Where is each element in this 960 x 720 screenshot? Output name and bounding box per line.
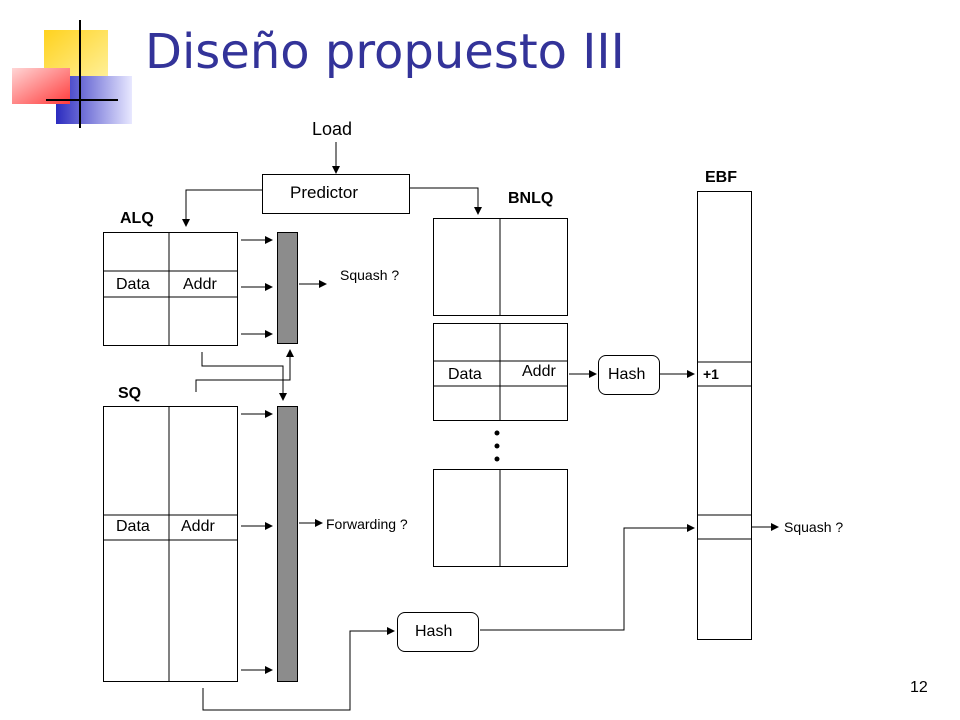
alq-grid bbox=[103, 232, 238, 346]
predictor-to-bnlq-arrow bbox=[410, 187, 482, 215]
alq-data-label: Data bbox=[116, 276, 150, 293]
sq-addr-label: Addr bbox=[181, 518, 215, 535]
alq-comparator bbox=[277, 232, 298, 344]
slide-title: Diseño propuesto III bbox=[145, 24, 625, 80]
sq-to-alq-connector bbox=[195, 349, 294, 392]
sq-label: SQ bbox=[118, 385, 142, 402]
page-number: 12 bbox=[910, 679, 928, 696]
ebf-plus-one-label: +1 bbox=[703, 366, 719, 382]
sq-data-label: Data bbox=[116, 518, 150, 535]
sq-grid bbox=[103, 406, 238, 682]
bnlq-block-top-grid bbox=[499, 218, 501, 316]
alq-to-sq-connector bbox=[201, 352, 287, 401]
logo-squares-icon bbox=[12, 20, 132, 128]
hash-bottom-to-ebf-arrow bbox=[480, 524, 695, 631]
bnlq-block-middle-grid bbox=[433, 323, 568, 421]
hash-label-sq: Hash bbox=[415, 623, 453, 640]
alq-table bbox=[103, 232, 238, 346]
ebf-label: EBF bbox=[705, 169, 737, 186]
ellipsis-dot bbox=[494, 430, 500, 436]
hash-box-bnlq bbox=[598, 355, 660, 395]
predictor-box bbox=[262, 174, 410, 214]
ebf-table bbox=[697, 191, 752, 640]
ebf-grid bbox=[697, 361, 752, 540]
bnlq-label: BNLQ bbox=[508, 190, 554, 207]
sq-table bbox=[103, 406, 238, 682]
sq-to-hash-arrow bbox=[202, 627, 395, 711]
load-label: Load bbox=[312, 119, 353, 139]
hash-box-sq bbox=[397, 612, 479, 652]
alq-squash-label: Squash ? bbox=[340, 267, 400, 283]
predictor-label: Predictor bbox=[290, 183, 359, 202]
bnlq-addr-label: Addr bbox=[522, 363, 556, 380]
ebf-squash-label: Squash ? bbox=[784, 519, 844, 535]
predictor-to-alq-arrow bbox=[182, 189, 262, 227]
sq-forwarding-label: Forwarding ? bbox=[326, 516, 408, 532]
bnlq-block-bottom-grid bbox=[499, 469, 501, 567]
bnlq-data-label: Data bbox=[448, 366, 482, 383]
alq-addr-label: Addr bbox=[183, 276, 217, 293]
logo-decoration bbox=[0, 0, 140, 140]
ellipsis-dot bbox=[494, 456, 500, 462]
sq-comparator bbox=[277, 406, 298, 682]
ellipsis-dot bbox=[494, 443, 500, 449]
alq-label: ALQ bbox=[120, 210, 154, 227]
hash-label-bnlq: Hash bbox=[608, 366, 646, 383]
